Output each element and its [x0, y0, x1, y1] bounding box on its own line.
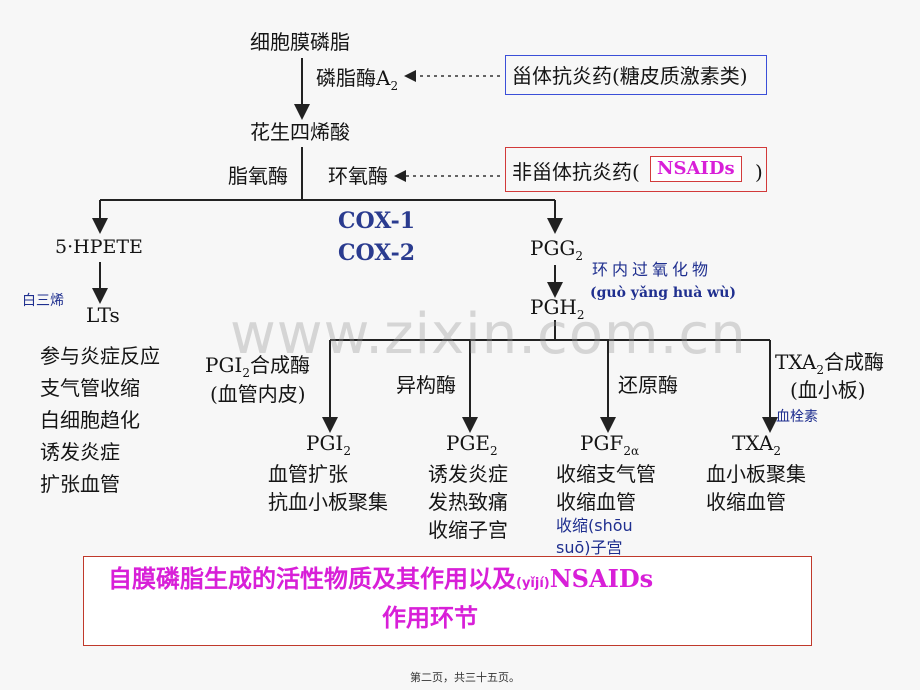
txa2-label: TXA2 [732, 433, 781, 457]
isomerase-label: 异构酶 [396, 373, 456, 397]
pge2-effect: 收缩子宫 [428, 518, 508, 542]
pgf2a-sub: 2α [623, 444, 640, 458]
pge2-text: PGE [446, 431, 491, 455]
txa2-text: TXA [732, 431, 774, 455]
lts-effect: 白细胞趋化 [40, 408, 140, 432]
txa-synthase-sub: 2 [816, 363, 824, 377]
reductase-label: 还原酶 [618, 373, 678, 397]
caption-line1-end: NSAIDs [549, 564, 654, 593]
pgf2a-effect: 收缩血管 [556, 490, 636, 514]
pgg2-sub: 2 [575, 249, 584, 263]
caption-line1: 自膜磷脂生成的活性物质及其作用以及(yǐjí)NSAIDs [108, 564, 654, 593]
lts-effect: 诱发炎症 [40, 440, 120, 464]
leukotriene-note: 白三烯 [22, 293, 64, 309]
nsaids-badge [650, 156, 742, 182]
pge2-effect: 发热致痛 [428, 490, 508, 514]
hpete-label: 5·HPETE [55, 236, 143, 258]
txa2-sub: 2 [773, 444, 781, 458]
pgi-synthase-label: PGI2合成酶 [205, 355, 310, 379]
txa-synthase-suffix: 合成酶 [823, 350, 884, 374]
phospholipase-text: 磷脂酶A [316, 66, 391, 90]
pgf2a-effects: 收缩支气管 收缩血管 [556, 460, 656, 516]
nonsteroid-suffix: ) [755, 160, 763, 184]
pgf2a-label: PGF2α [580, 433, 639, 457]
pgh2-text: PGH [530, 295, 577, 319]
caption-line1-main: 自膜磷脂生成的活性物质及其作用以及 [108, 565, 516, 593]
pgi2-effects: 血管扩张 抗血小板聚集 [268, 460, 388, 516]
pgi2-label: PGI2 [306, 433, 351, 457]
page-footer: 第二页，共三十五页。 [410, 671, 520, 684]
pgi-synthase-note: (血管内皮) [210, 382, 306, 406]
pgi-synthase-text: PGI [205, 353, 243, 377]
steroid-drugs-label: 甾体抗炎药(糖皮质激素类) [512, 64, 748, 88]
txa-synthase-text: TXA [775, 350, 817, 374]
nonsteroid-prefix: 非甾体抗炎药( [512, 160, 640, 184]
lipoxygenase-label: 脂氧酶 [228, 164, 288, 188]
steroid-drug-box [505, 55, 767, 95]
phospholipase-label: 磷脂酶A2 [316, 68, 398, 92]
txa-synthase-label: TXA2合成酶 [775, 352, 884, 376]
lts-effects: 参与炎症反应 支气管收缩 白细胞趋化 诱发炎症 扩张血管 [40, 340, 160, 500]
caption-line2: 作用环节 [382, 604, 478, 632]
lts-effect: 参与炎症反应 [40, 344, 160, 368]
pgi2-effect: 抗血小板聚集 [268, 490, 388, 514]
pge2-sub: 2 [490, 444, 498, 458]
pgg2-label: PGG2 [530, 238, 583, 262]
caption-line1-pinyin: (yǐjí) [516, 576, 550, 591]
contraction-note-2: suō)子宫 [556, 538, 623, 557]
pgf2a-effect: 收缩支气管 [556, 462, 656, 486]
thrombin-note: 血栓素 [776, 409, 818, 425]
txa2-effect: 血小板聚集 [706, 462, 806, 486]
lts-effect: 支气管收缩 [40, 376, 140, 400]
caption-box [83, 556, 812, 646]
nsaids-badge-text: NSAIDs [657, 158, 735, 179]
nsaid-box [505, 147, 767, 192]
arachidonic-acid-label: 花生四烯酸 [250, 120, 350, 144]
phospholipid-label: 细胞膜磷脂 [250, 30, 350, 54]
endoperoxide-pinyin: (guò yǎng huà wù) [590, 285, 737, 301]
lts-effect: 扩张血管 [40, 472, 120, 496]
pge2-effects: 诱发炎症 发热致痛 收缩子宫 [428, 460, 508, 544]
lts-label: LTs [86, 303, 120, 327]
contraction-note-1: 收缩(shōu [556, 516, 633, 535]
pgi-synthase-sub: 2 [242, 366, 250, 380]
phospholipase-sub: 2 [390, 79, 399, 93]
pge2-label: PGE2 [446, 433, 498, 457]
watermark: www.zixin.com.cn [230, 302, 747, 367]
txa-synthase-note: (血小板) [790, 378, 866, 402]
pgi2-effect: 血管扩张 [268, 462, 348, 486]
pgg2-text: PGG [530, 236, 576, 260]
cox2-label: COX-2 [338, 240, 416, 266]
cox1-label: COX-1 [338, 208, 416, 234]
txa2-effect: 收缩血管 [706, 490, 786, 514]
txa2-effects: 血小板聚集 收缩血管 [706, 460, 806, 516]
pgi2-sub: 2 [343, 444, 351, 458]
pgi-synthase-suffix: 合成酶 [249, 353, 310, 377]
pgh2-sub: 2 [576, 308, 585, 322]
endoperoxide-label: 环内过氧化物 [592, 260, 713, 279]
pge2-effect: 诱发炎症 [428, 462, 508, 486]
pgh2-label: PGH2 [530, 297, 585, 321]
pgf2a-text: PGF [580, 431, 624, 455]
pgi2-text: PGI [306, 431, 344, 455]
cyclooxygenase-label: 环氧酶 [328, 164, 388, 188]
